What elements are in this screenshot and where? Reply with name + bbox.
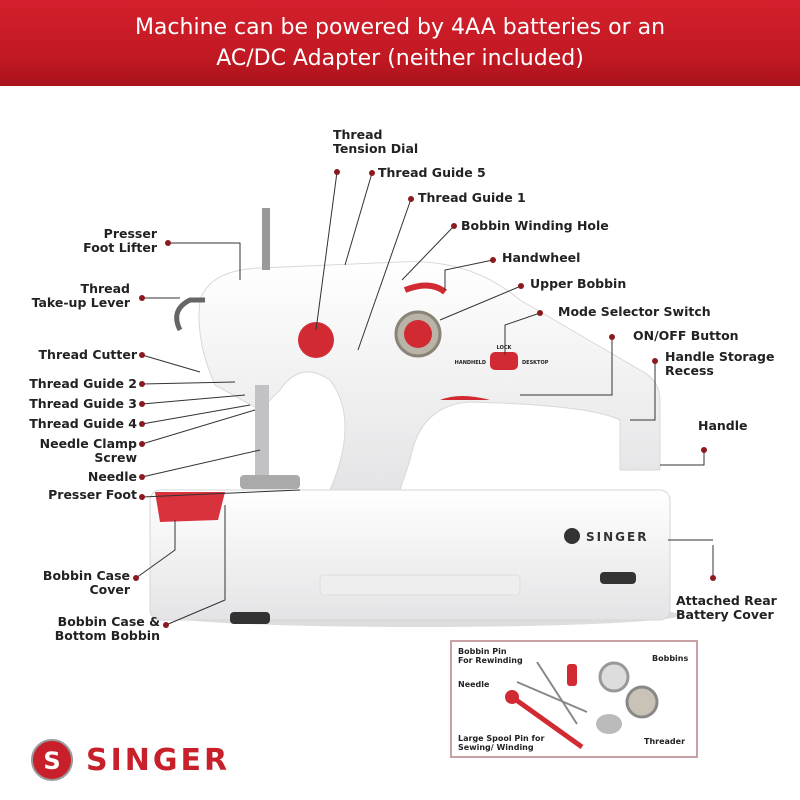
label-thread-guide-1: Thread Guide 1 bbox=[418, 190, 526, 205]
label-battery-cover: Attached Rear Battery Cover bbox=[676, 593, 777, 622]
label-presser-foot: Presser Foot bbox=[48, 487, 137, 502]
label-on-off-button: ON/OFF Button bbox=[633, 328, 739, 343]
singer-logo-icon: S bbox=[31, 739, 73, 781]
label-thread-cutter: Thread Cutter bbox=[38, 347, 137, 362]
label-handwheel: Handwheel bbox=[502, 250, 581, 265]
switch-label-handheld: HANDHELD bbox=[455, 360, 486, 366]
accessory-label-spool-pin: Large Spool Pin for Sewing/ Winding bbox=[458, 734, 545, 752]
label-bobbin-case: Bobbin Case & Bottom Bobbin bbox=[54, 614, 160, 643]
accessories-illustration bbox=[505, 661, 659, 750]
bobbin-icon bbox=[625, 685, 659, 719]
label-thread-guide-2: Thread Guide 2 bbox=[29, 376, 137, 391]
label-handle: Handle bbox=[698, 418, 748, 433]
label-mode-selector-switch: Mode Selector Switch bbox=[558, 304, 711, 319]
label-needle: Needle bbox=[87, 469, 137, 484]
label-upper-bobbin: Upper Bobbin bbox=[530, 276, 627, 291]
label-presser-foot-lifter: Presser Foot Lifter bbox=[83, 226, 157, 255]
switch-label-desktop: DESKTOP bbox=[522, 360, 549, 366]
label-thread-tension-dial: Thread Tension Dial bbox=[333, 127, 419, 156]
label-take-up-lever: Thread Take-up Lever bbox=[31, 281, 130, 310]
label-thread-guide-4: Thread Guide 4 bbox=[29, 416, 137, 431]
accessory-label-needle: Needle bbox=[458, 680, 490, 689]
banner: Machine can be powered by 4AA batteries … bbox=[0, 0, 800, 86]
machine-brand: SINGER bbox=[586, 530, 648, 544]
accessory-label-bobbin-pin: Bobbin Pin For Rewinding bbox=[458, 647, 523, 665]
bobbin-pin-icon bbox=[567, 664, 577, 686]
accessory-label-threader: Threader bbox=[644, 737, 686, 746]
threader-icon bbox=[596, 714, 622, 734]
label-thread-guide-5: Thread Guide 5 bbox=[378, 165, 486, 180]
banner-line-1: Machine can be powered by 4AA batteries … bbox=[134, 15, 666, 40]
label-bobbin-winding-hole: Bobbin Winding Hole bbox=[461, 218, 609, 233]
label-handle-storage-recess: Handle Storage Recess bbox=[665, 349, 775, 378]
singer-logo: S SINGER bbox=[30, 738, 230, 782]
singer-logo-text: SINGER bbox=[86, 742, 231, 778]
accessory-label-bobbins: Bobbins bbox=[652, 654, 689, 663]
label-bobbin-case-cover: Bobbin Case Cover bbox=[42, 568, 130, 597]
label-thread-guide-3: Thread Guide 3 bbox=[29, 396, 137, 411]
label-needle-clamp-screw: Needle Clamp Screw bbox=[39, 436, 137, 465]
needle-icon bbox=[536, 661, 578, 725]
banner-line-2: AC/DC Adapter (neither included) bbox=[216, 46, 584, 71]
spool-pin-icon bbox=[510, 694, 584, 750]
bobbin-icon bbox=[598, 661, 630, 693]
svg-text:S: S bbox=[43, 747, 60, 775]
accessories-inset: Bobbin Pin For Rewinding Bobbins Needle … bbox=[450, 640, 698, 758]
